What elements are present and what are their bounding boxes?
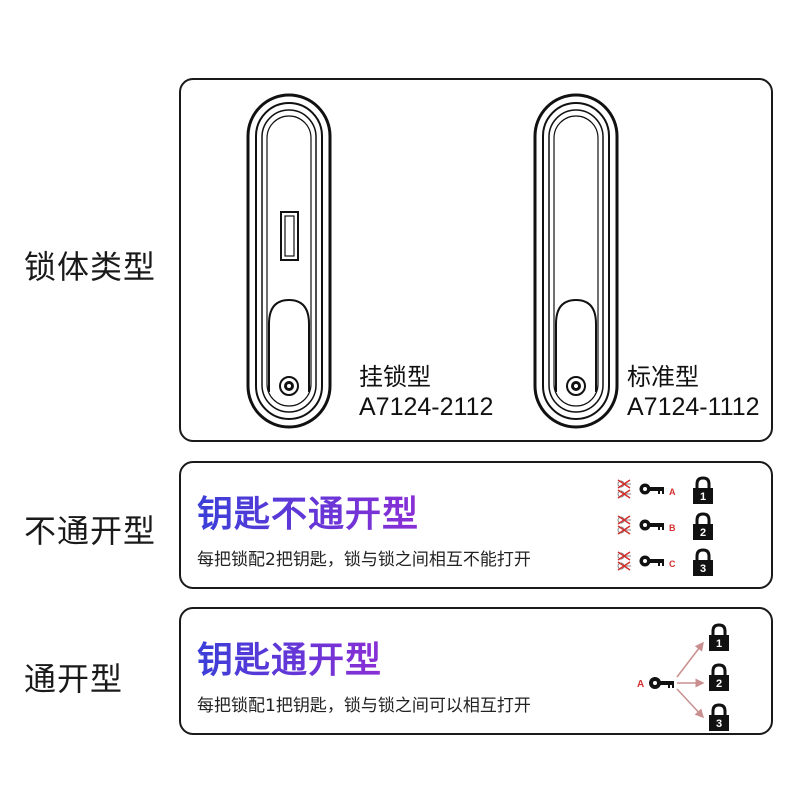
master-arrow-1 [676, 641, 704, 678]
padlock-type-name: 挂锁型 [359, 363, 431, 391]
standard-type-caption: 标准型 A7124-1112 [627, 362, 760, 422]
lock-body-type-label: 锁体类型 [24, 248, 157, 286]
master-lock-number: 1 [716, 638, 722, 650]
non-master-lock-number: 1 [700, 491, 706, 503]
master-type-label: 通开型 [24, 660, 124, 698]
non-master-title: 钥匙不通开型 [197, 485, 419, 537]
non-master-type-label: 不通开型 [24, 512, 157, 550]
non-master-description: 每把锁配2把钥匙，锁与锁之间相互不能打开 [197, 550, 531, 570]
master-key-icon [649, 677, 674, 689]
padlock-type-code: A7124-2112 [359, 393, 494, 421]
non-master-row-1: A 1 [617, 476, 715, 506]
non-master-lock-number: 2 [700, 527, 706, 539]
master-lock-number: 3 [716, 718, 722, 730]
non-master-row-3: C 3 [617, 548, 715, 578]
non-master-key-letter: C [669, 559, 676, 569]
non-master-key-panel: 钥匙不通开型 每把锁配2把钥匙，锁与锁之间相互不能打开 [179, 461, 773, 589]
master-arrow-3 [676, 688, 705, 719]
padlock-type-lock-illustration [246, 93, 332, 429]
non-master-key-letter: B [669, 523, 676, 533]
master-lock-2: 2 [707, 663, 731, 693]
lock-body-panel: 挂锁型 A7124-2112 标准型 A7124-1112 [179, 78, 773, 442]
master-description: 每把锁配1把钥匙，锁与锁之间可以相互打开 [197, 696, 531, 716]
standard-type-lock-illustration [533, 93, 619, 429]
non-master-key-letter: A [669, 487, 676, 497]
padlock-type-caption: 挂锁型 A7124-2112 [359, 362, 493, 422]
master-key-letter: A [637, 679, 644, 690]
non-master-key-diagram: A 1 B 2 C 3 [617, 476, 715, 578]
master-lock-1: 1 [707, 623, 731, 653]
standard-type-code: A7124-1112 [627, 393, 760, 421]
standard-type-name: 标准型 [627, 363, 699, 391]
master-key-diagram: A 1 2 3 [637, 623, 731, 733]
master-title: 钥匙通开型 [197, 631, 382, 683]
master-lock-number: 2 [716, 678, 722, 690]
non-master-row-2: B 2 [617, 512, 715, 542]
non-master-lock-number: 3 [700, 563, 706, 575]
master-key-panel: 钥匙通开型 每把锁配1把钥匙，锁与锁之间可以相互打开 A 1 [179, 607, 773, 735]
master-lock-3: 3 [707, 703, 731, 733]
